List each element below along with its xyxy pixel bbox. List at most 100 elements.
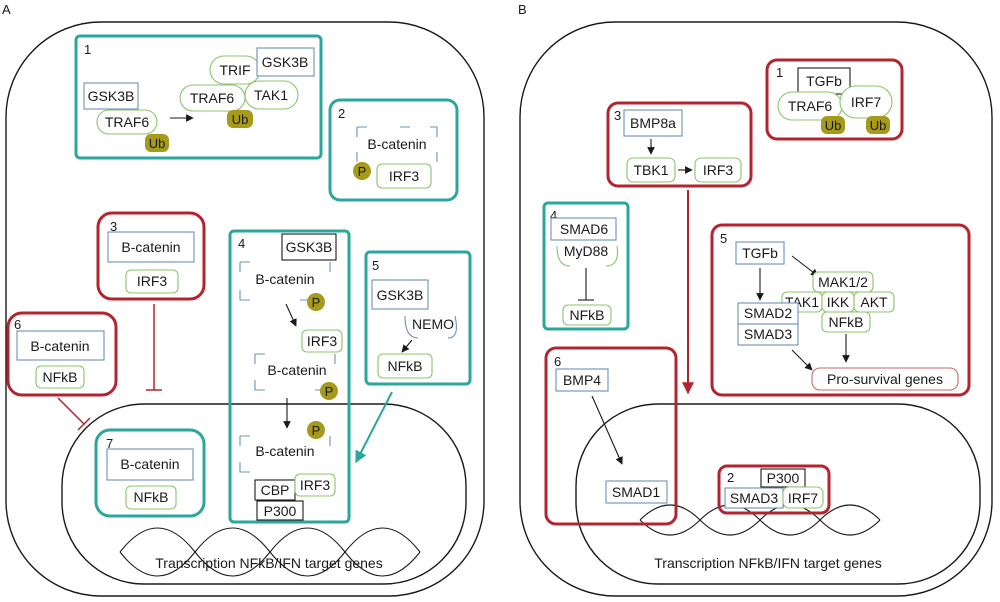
bmp8a-node: [623, 109, 683, 137]
svg-text:NFkB: NFkB: [43, 369, 78, 385]
svg-text:7: 7: [106, 436, 113, 451]
svg-text:Ub: Ub: [232, 112, 249, 127]
svg-text:B-catenin: B-catenin: [120, 456, 179, 472]
irf7-node: [782, 486, 824, 509]
svg-text:B-catenin: B-catenin: [255, 443, 314, 459]
svg-text:Ub: Ub: [870, 118, 887, 133]
b-catenin-node: [106, 448, 194, 481]
svg-text:NFkB: NFkB: [388, 358, 423, 374]
b-catenin-node: [107, 231, 195, 263]
svg-text:5: 5: [372, 258, 379, 273]
b-box-6: 6 BMP4 SMAD1: [544, 346, 678, 526]
svg-text:IRF3: IRF3: [300, 477, 331, 493]
svg-text:GSK3B: GSK3B: [88, 88, 135, 104]
svg-text:TRAF6: TRAF6: [788, 98, 833, 114]
transcription-label-a: Transcription NFkB/IFN target genes: [155, 555, 382, 571]
svg-text:IRF3: IRF3: [703, 162, 734, 178]
svg-text:TBK1: TBK1: [633, 162, 668, 178]
svg-text:P: P: [325, 384, 334, 399]
svg-text:BMP4: BMP4: [563, 372, 601, 388]
svg-text:BMP8a: BMP8a: [630, 115, 676, 131]
svg-text:NFkB: NFkB: [570, 307, 605, 323]
svg-text:P300: P300: [767, 470, 800, 486]
svg-text:CBP: CBP: [261, 482, 290, 498]
svg-text:1: 1: [84, 42, 91, 57]
a-box-3: 3 B-catenin IRF3: [96, 211, 206, 391]
panel-label-b: B: [518, 2, 527, 17]
svg-text:TGFb: TGFb: [806, 73, 842, 89]
b-box-3: 3 BMP8a TBK1 IRF3: [606, 101, 753, 395]
svg-text:P300: P300: [264, 503, 297, 519]
svg-text:Ub: Ub: [825, 118, 842, 133]
svg-text:GSK3B: GSK3B: [262, 54, 309, 70]
smad6-node: [550, 217, 617, 241]
b-box-1: 1 TGFb TRAF6 IRF7 Ub Ub: [765, 58, 904, 141]
svg-text:TAK1: TAK1: [254, 87, 288, 103]
pro-survival-genes-node: [811, 367, 959, 391]
svg-text:SMAD1: SMAD1: [612, 484, 660, 500]
svg-text:B-catenin: B-catenin: [121, 239, 180, 255]
svg-text:TRIF: TRIF: [219, 62, 250, 78]
smad3-node: [737, 323, 799, 346]
smad1-node: [605, 480, 668, 504]
svg-text:GSK3B: GSK3B: [286, 239, 333, 255]
b-catenin-node: [16, 330, 105, 361]
svg-text:2: 2: [338, 106, 345, 121]
svg-text:4: 4: [550, 208, 557, 223]
ubiquitin-tag: [866, 116, 890, 134]
svg-text:3: 3: [110, 219, 117, 234]
dna-helix-b: [639, 504, 881, 536]
svg-text:5: 5: [720, 231, 727, 246]
svg-text:6: 6: [14, 317, 21, 332]
svg-text:IRF3: IRF3: [389, 168, 420, 184]
svg-text:GSK3B: GSK3B: [377, 287, 424, 303]
svg-text:1: 1: [776, 65, 783, 80]
svg-text:3: 3: [614, 108, 621, 123]
irf3-node: [376, 163, 432, 189]
svg-text:TRAF6: TRAF6: [105, 114, 150, 130]
irf7-node: [839, 85, 893, 119]
transcription-label-b: Transcription NFkB/IFN target genes: [654, 555, 881, 571]
a-box-2: 2 B-catenin P IRF3: [328, 98, 459, 202]
svg-text:IRF3: IRF3: [307, 333, 338, 349]
irf3-node: [125, 269, 179, 294]
nucleus-a: [61, 403, 467, 585]
a-box-1: 1 GSK3B TRAF6 Ub TRIF GSK3B TRAF6 TAK1 U…: [74, 34, 323, 160]
b-box-5: 5 TGFb MAK1/2 TAK1 IKK AKT NFkB SMAD2 SM…: [710, 223, 971, 397]
phospho-tag: [320, 382, 338, 400]
svg-text:4: 4: [238, 236, 245, 251]
nfkb-node: [562, 304, 612, 326]
svg-text:NEMO: NEMO: [412, 316, 454, 332]
a-box-4: 4 GSK3B B-catenin P IRF3 B-catenin P P B…: [228, 229, 351, 524]
gsk3b-node: [256, 47, 315, 77]
svg-text:P: P: [312, 423, 321, 438]
tbk1-node: [626, 157, 676, 183]
svg-text:NFkB: NFkB: [829, 314, 864, 330]
svg-text:IRF3: IRF3: [137, 273, 168, 289]
phospho-tag: [307, 293, 325, 311]
ubiquitin-tag: [821, 116, 845, 134]
svg-text:AKT: AKT: [860, 294, 888, 310]
nfkb-node: [377, 353, 433, 379]
svg-text:SMAD3: SMAD3: [730, 490, 778, 506]
akt-node: [853, 291, 895, 313]
svg-text:TGFb: TGFb: [742, 245, 778, 261]
svg-text:2: 2: [727, 470, 734, 485]
bmp4-node: [555, 368, 609, 392]
svg-text:P: P: [358, 164, 367, 179]
p300-node: [256, 500, 304, 521]
ubiquitin-tag: [227, 110, 253, 128]
tgfb-node: [797, 67, 851, 95]
nucleus-b: [575, 403, 981, 585]
b-box-4: 4 SMAD6 MyD88 NFkB: [542, 201, 630, 331]
nfkb-node: [821, 311, 871, 333]
ubiquitin-tag: [145, 134, 169, 152]
gsk3b-node: [281, 233, 337, 261]
b-box-2: 2 P300 SMAD3 IRF7: [717, 464, 831, 515]
gsk3b-node: [371, 279, 429, 310]
svg-text:6: 6: [554, 354, 561, 369]
svg-text:B-catenin: B-catenin: [255, 271, 314, 287]
irf3-node: [294, 473, 336, 497]
svg-text:SMAD3: SMAD3: [744, 326, 792, 342]
